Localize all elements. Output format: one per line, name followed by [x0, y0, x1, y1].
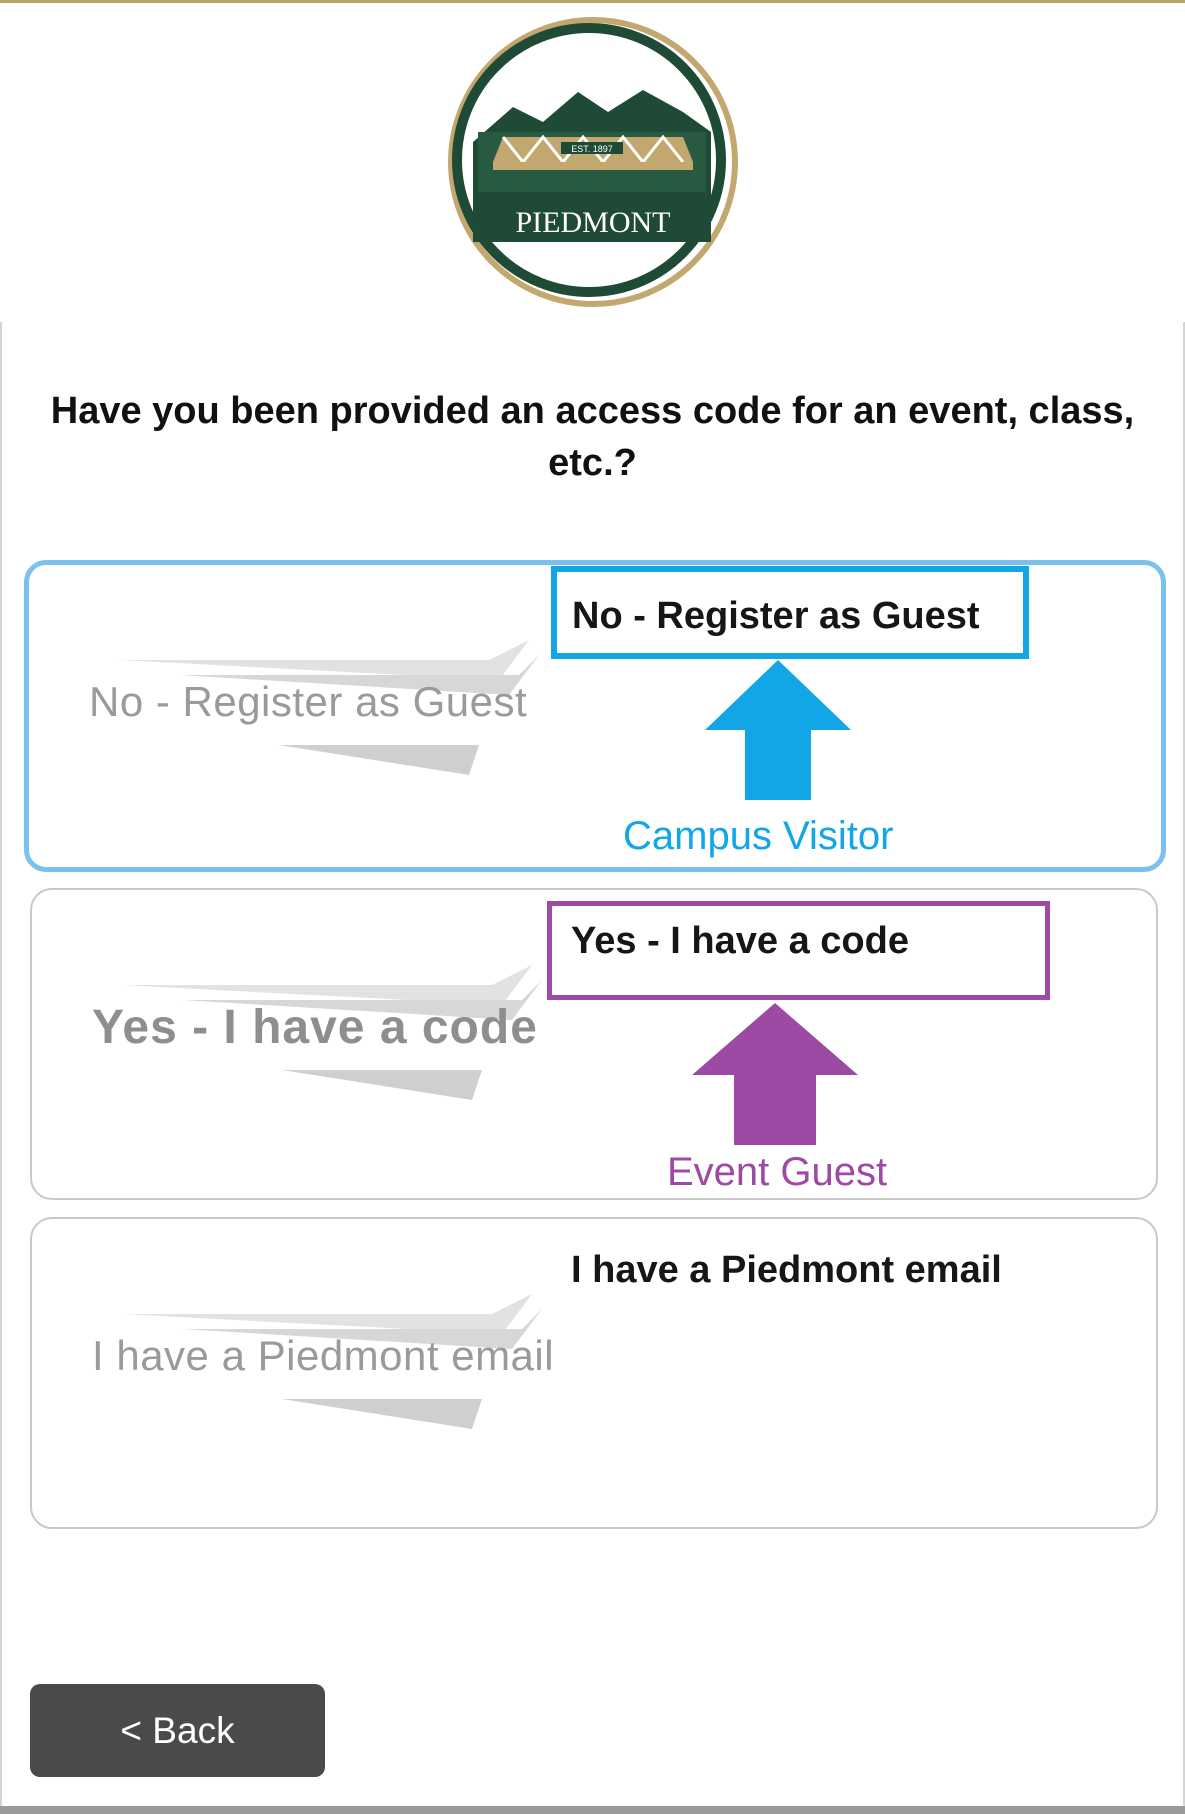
- option-image-code: Yes - I have a code: [62, 945, 582, 1115]
- svg-text:UNIVERSITY: UNIVERSITY: [534, 240, 652, 255]
- annotation-campus-visitor: Campus Visitor: [623, 814, 894, 858]
- svg-text:EST. 1897: EST. 1897: [571, 144, 613, 154]
- svg-text:PIEDMONT: PIEDMONT: [516, 206, 671, 239]
- top-rule: [0, 0, 1185, 3]
- annotation-event-guest: Event Guest: [667, 1150, 888, 1194]
- option-image-text: I have a Piedmont email: [92, 1332, 555, 1379]
- bottom-rule: [0, 1806, 1185, 1814]
- option-register-guest[interactable]: No - Register as Guest No - Register as …: [24, 560, 1166, 872]
- back-button[interactable]: < Back: [30, 1684, 325, 1777]
- option-image-text: No - Register as Guest: [89, 678, 528, 725]
- option-image-text: Yes - I have a code: [92, 1001, 538, 1054]
- option-image-guest: No - Register as Guest: [59, 620, 579, 790]
- option-label: Yes - I have a code: [571, 920, 909, 962]
- option-piedmont-email[interactable]: I have a Piedmont email I have a Piedmon…: [30, 1217, 1158, 1529]
- option-have-code[interactable]: Yes - I have a code Yes - I have a code: [30, 888, 1158, 1200]
- option-image-email: I have a Piedmont email: [62, 1274, 582, 1444]
- up-arrow-icon: [705, 660, 851, 800]
- left-frame-edge: [0, 322, 2, 1814]
- page-question: Have you been provided an access code fo…: [50, 390, 1135, 484]
- option-label: I have a Piedmont email: [571, 1249, 1002, 1291]
- highlight-box-guest: [551, 566, 1029, 659]
- university-logo: EST. 1897 PIEDMONT UNIVERSITY: [443, 12, 743, 314]
- highlight-box-code: [547, 901, 1050, 1000]
- up-arrow-icon: [692, 1003, 858, 1145]
- right-frame-edge: [1183, 322, 1185, 1814]
- option-label: No - Register as Guest: [572, 595, 980, 637]
